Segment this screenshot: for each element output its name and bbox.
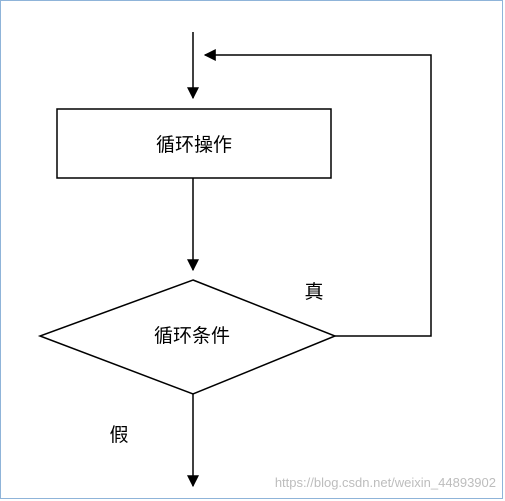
true-label: 真 xyxy=(304,281,323,303)
true-loop-line xyxy=(203,49,432,337)
false-label: 假 xyxy=(109,424,128,446)
condition-label: 循环条件 xyxy=(154,325,230,347)
process-box xyxy=(56,108,332,179)
process-label: 循环操作 xyxy=(156,134,232,156)
watermark-text: https://blog.csdn.net/weixin_44893902 xyxy=(275,475,496,490)
